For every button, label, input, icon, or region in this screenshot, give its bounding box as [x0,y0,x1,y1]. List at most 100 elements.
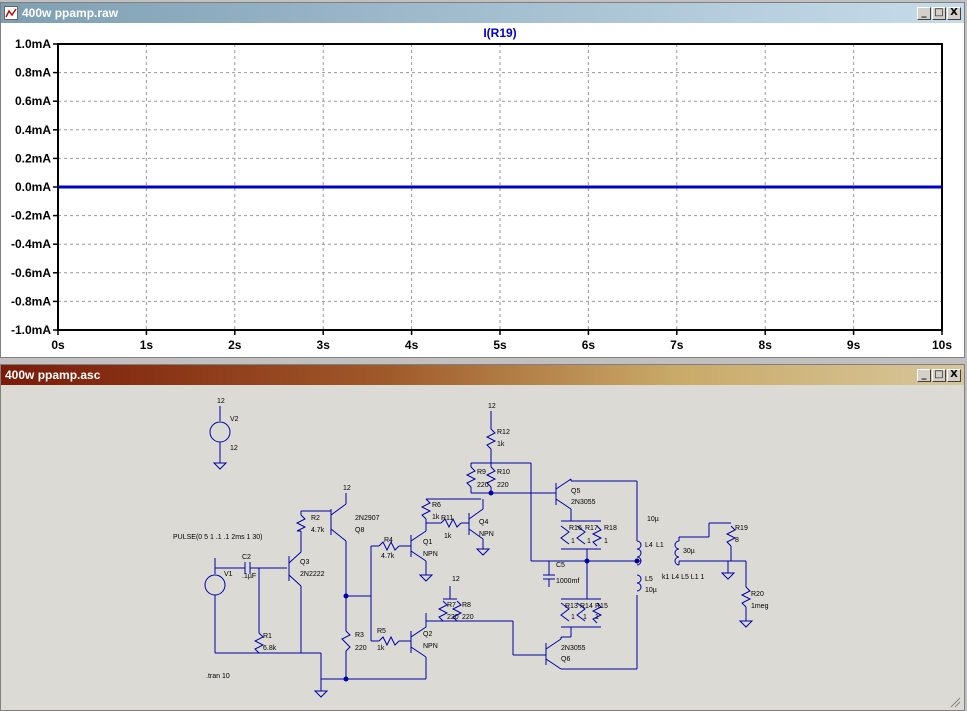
minimize-button[interactable]: _ [917,6,931,20]
c5-label: C5 [556,562,565,569]
r8-label: R8 [462,602,471,609]
q3-model: 2N2222 [300,571,325,578]
v1-label: V1 [224,571,233,578]
r20-label: R20 [751,591,764,598]
v2-vcc-label: 12 [217,398,225,405]
close-button[interactable]: X [947,368,961,382]
r11-value: 1k [444,533,452,540]
q2-label: Q2 [423,631,432,638]
r19-value: 8 [735,537,739,544]
q1-model: NPN [423,551,438,558]
r16-label: R16 [569,525,582,532]
r9-label: R9 [477,469,486,476]
q8-vcc-label: 12 [343,485,351,492]
r10-label: R10 [497,469,510,476]
y-tick-label: -0.8mA [11,294,51,308]
q2-model: NPN [423,643,438,650]
x-tick-label: 8s [759,338,773,352]
r16-value: 1 [571,538,575,545]
y-tick-label: 0.2mA [15,151,51,165]
r17-value: 1 [587,538,591,545]
q8-model: 2N2907 [355,515,380,522]
c5-value: 1000mf [556,578,579,585]
x-tick-label: 7s [670,338,684,352]
l1-value: 30µ [683,548,695,555]
r9-value: 220 [477,482,489,489]
q6-model: 2N3055 [561,645,586,652]
r2-value: 4.7k [311,527,325,534]
r1-value: 6.8k [263,645,277,652]
schematic-canvas[interactable]: 12 V2 12 V1 PULSE(0 5 1 .1 .1 2ms 1 30) … [1,385,964,710]
q6-label: Q6 [561,656,570,663]
maximize-button[interactable]: □ [932,368,946,382]
r10-value: 220 [497,482,509,489]
r7-r8-vcc-label: 12 [452,576,460,583]
x-tick-label: 4s [405,338,419,352]
r18-label: R18 [604,525,617,532]
r14-value: 1 [583,614,587,621]
r18-value: 1 [604,538,608,545]
minimize-button[interactable]: _ [917,368,931,382]
q3-label: Q3 [300,559,309,566]
x-tick-label: 9s [847,338,861,352]
r11-label: R11 [441,515,453,522]
y-tick-label: 0.8mA [15,66,51,80]
waveform-app-icon [4,6,18,20]
l4-value: 10µ [647,516,659,523]
r5-value: 1k [377,645,385,652]
r12-vcc-label: 12 [488,403,496,410]
v2-value: 12 [230,445,238,452]
y-tick-label: 0.0mA [15,180,51,194]
r6-value: 1k [432,514,440,521]
maximize-button[interactable]: □ [932,6,946,20]
v2-label: V2 [230,416,239,423]
l5-value: 10µ [645,587,657,594]
r12-label: R12 [497,429,510,436]
x-tick-label: 6s [582,338,596,352]
q4-label: Q4 [479,519,488,526]
r3-label: R3 [355,632,364,639]
c2-label: C2 [242,554,251,561]
schematic-window: 400w ppamp.asc _ □ X [0,364,965,711]
r13-label: R13 [565,603,578,610]
x-tick-label: 5s [493,338,507,352]
y-tick-label: -0.4mA [11,237,51,251]
q5-model: 2N3055 [571,499,596,506]
r3-value: 220 [355,645,367,652]
x-tick-label: 0s [51,338,65,352]
r17-label: R17 [585,525,598,532]
r1-label: R1 [263,633,272,640]
q8-label: Q8 [355,527,364,534]
schematic-window-title: 400w ppamp.asc [5,368,101,382]
waveform-titlebar[interactable]: 400w ppamp.raw _ □ X [1,3,964,23]
r4-label: R4 [384,537,393,544]
r8-value: 220 [462,614,474,621]
r5-label: R5 [377,628,386,635]
r12-value: 1k [497,441,505,448]
q4-model: NPN [479,531,494,538]
x-tick-label: 3s [317,338,331,352]
y-tick-label: -0.2mA [11,209,51,223]
c2-value: .1µF [242,573,256,580]
r4-value: 4.7k [381,553,395,560]
r13-value: 1 [571,614,575,621]
y-tick-label: 0.4mA [15,123,51,137]
y-tick-label: 1.0mA [15,37,51,51]
schematic-titlebar[interactable]: 400w ppamp.asc _ □ X [1,365,964,385]
chart-title: I(R19) [483,26,516,40]
coupling-directive: k1 L4 L5 L1 1 [662,574,705,581]
x-tick-label: 2s [228,338,242,352]
l4-label: L4 [645,542,653,549]
close-button[interactable]: X [947,6,961,20]
r15-label: R15 [595,603,608,610]
q5-label: Q5 [571,488,580,495]
x-tick-label: 1s [140,338,154,352]
r20-value: 1meg [751,603,769,610]
y-tick-label: -1.0mA [11,323,51,337]
r7-value: 220 [447,614,459,621]
y-tick-label: 0.6mA [15,94,51,108]
r6-label: R6 [432,502,441,509]
waveform-window-title: 400w ppamp.raw [22,6,119,20]
r14-label: R14 [580,603,593,610]
